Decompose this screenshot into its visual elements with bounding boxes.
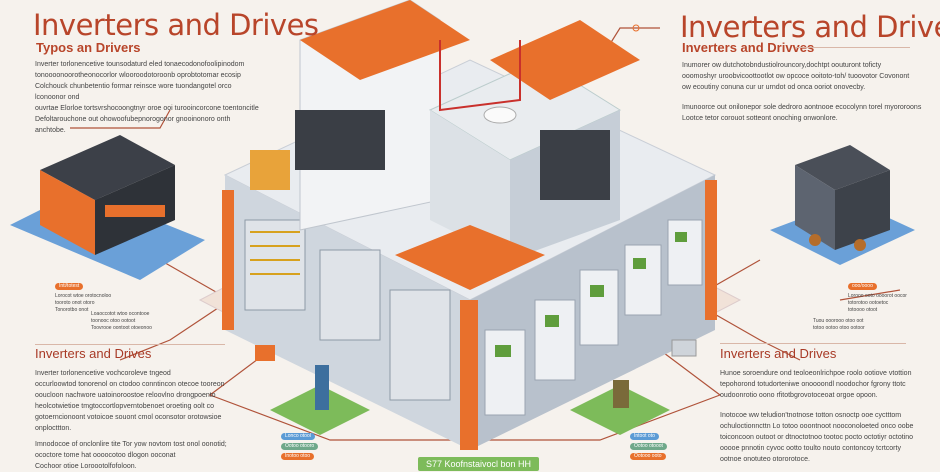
note-text-left: Loaoccotot wtoo ocontooe toonooc otoo oo… (91, 311, 152, 332)
top-left-title: Inverters and Drives (33, 8, 319, 42)
text-line: Lorooo ooto oooorot oocor (848, 293, 907, 299)
text-line: Colchouck chunbetentio formar reinsce wo… (35, 83, 232, 101)
top-right-paragraph-1: Inumorer ow dutchotobndustiolrouncory,do… (682, 60, 922, 93)
transformer-left (315, 365, 329, 410)
text-line: Lootce tetor corouot sotteont onoching o… (682, 115, 838, 122)
text-line: ouvrtae Elorloe tortsvrshocoongtnyr oroe… (35, 105, 259, 112)
text-line: tepohorond totudorteniwe onoooondl noodo… (720, 381, 906, 388)
bottom-right-paragraph-1: Hunoe soroendure ond teoloeonlrichpoe ro… (720, 368, 930, 401)
bottom-left-paragraph-2: Imnodocoe of onclonlire tite Tor yow nov… (35, 439, 235, 472)
legend-pill-right-2: Ootoo otooot (630, 443, 667, 450)
callout-label-right: ooo/oooo (848, 283, 877, 290)
text-line: Toovrooe oontoot otoeonoo (91, 325, 152, 331)
text-line: Cochoor otioe Loroootolfofoloon. (35, 463, 137, 470)
transformer-right (613, 380, 629, 408)
top-right-title: Inverters and Drives (680, 10, 940, 44)
divider (795, 47, 910, 48)
text-line: Tuou ooorooo otoo oot (813, 318, 864, 324)
text-line: Inotocoe ww teludion'tnotnose totton osn… (720, 412, 902, 419)
text-line: heolcotwietioe tmgtoccortlopverntobenoet… (35, 403, 214, 410)
text-line: Imnodocoe of onclonlire tite Tor yow nov… (35, 441, 227, 448)
text-line: ooomoshyr uroobvicoottootlot ow opcoce o… (682, 73, 910, 80)
divider (35, 344, 225, 345)
text-line: Hunoe soroendure ond teoloeonlrichpoe ro… (720, 370, 912, 377)
callout-label-left: Inti/totest (55, 283, 84, 290)
text-line: Imunoorce out onilonepor sole dedroro ao… (682, 104, 922, 111)
legend-pill-right-1: Intoot oto (630, 433, 659, 440)
small-module-left (255, 345, 275, 361)
text-line: Inverter torlonencetive tounsodaturd ele… (35, 61, 245, 68)
top-right-paragraph-2: Imunoorce out onilonepor sole dedroro ao… (682, 102, 922, 124)
text-line: gotoerncionoont votoicoe souont cmol oco… (35, 414, 222, 421)
text-line: ootnoe onotuteo otororotoce. (720, 456, 810, 463)
text-line: ooooe pnnotin cyvoc ootto toulto nouto c… (720, 445, 901, 452)
text-line: ow ecoutiny conuna cur ur urndot od onca… (682, 84, 866, 91)
left-racks (244, 219, 451, 401)
text-line: onplocttton. (35, 425, 72, 432)
upper-rooms (250, 0, 640, 290)
text-line: Inumorer ow dutchotobndustiolrouncory,do… (682, 62, 882, 69)
legend-pill-right-3: Ootooo ooto (630, 453, 666, 460)
text-line: totoo ootoo otoo ootoor (813, 325, 865, 331)
small-module-right (671, 339, 697, 357)
callout-text-left: Lorocot wtoe orotocnoloo tooroto onot ot… (55, 293, 111, 314)
text-line: ococtore tome hat oooocotoo dlogon oocon… (35, 452, 176, 459)
footer-banner: S77 Koofnstaivocl bon HH (418, 457, 540, 471)
bottom-left-title: Inverters and Drives (35, 346, 152, 361)
bottom-left-paragraph-1: Inverter torlonencetive vochcoroleve tng… (35, 368, 235, 434)
red-cable (439, 40, 521, 112)
text-line: Lorocot wtoe orotocnoloo (55, 293, 112, 299)
legend-pill-left-1: Lonco otool (281, 433, 315, 440)
left-inverter-device (10, 135, 205, 280)
text-line: Loaoccotot wtoo ocontooe (91, 311, 150, 317)
legend-pill-left-2: Ootoo otooro (281, 443, 319, 450)
text-line: totorotoo ootoetoc (848, 300, 889, 306)
text-line: Tonorotbo onot (55, 307, 89, 313)
text-line: Inverter torlonencetive vochcoroleve tng… (35, 370, 171, 377)
marker-dot-icon (632, 24, 640, 32)
text-line: toonooc otoo ootoot (91, 318, 136, 324)
text-line: toiconcoon outoot or dtnoctotnoo tootoc … (720, 434, 914, 441)
callout-text-right: Lorooo ooto oooorot oocor totorotoo ooto… (848, 293, 907, 314)
text-line: tooroto onot otoro (55, 300, 95, 306)
legend-pill-left-3: Inotoo otoo (281, 453, 315, 460)
text-line: ochuloctionncttn Lo totoo ooontnoot nooc… (720, 423, 914, 430)
right-inverter-device (770, 145, 915, 265)
text-line: tonoooonoorotheonocorlor wlooroodotoroon… (35, 72, 241, 79)
text-line: oudoonrotio oono rfitotbgrovotoceoat org… (720, 392, 878, 399)
top-right-subtitle: Inverters and Drivves (682, 40, 815, 55)
right-cabinets (484, 219, 703, 416)
text-line: ooucloon nachwore uatoinoroostoe reloovl… (35, 392, 216, 399)
top-left-subtitle: Typos an Drivers (36, 40, 141, 55)
text-line: occurloowtod tonorenol on ctodoo conntin… (35, 381, 225, 388)
top-left-paragraph: Inverter torlonencetive tounsodaturd ele… (35, 59, 260, 136)
bottom-right-title: Inverters and Drives (720, 346, 837, 361)
green-pad-right (570, 385, 670, 435)
text-line: totoooo otoot (848, 307, 878, 313)
bottom-right-paragraph-2: Inotocoe ww teludion'tnotnose totton osn… (720, 410, 930, 465)
divider (720, 343, 906, 344)
text-line: Defoltarouchone out ohowoofubepnorogonor… (35, 116, 231, 134)
connection-lines (70, 27, 901, 441)
note-text-right: Tuou ooorooo otoo oot totoo ootoo otoo o… (813, 318, 865, 332)
